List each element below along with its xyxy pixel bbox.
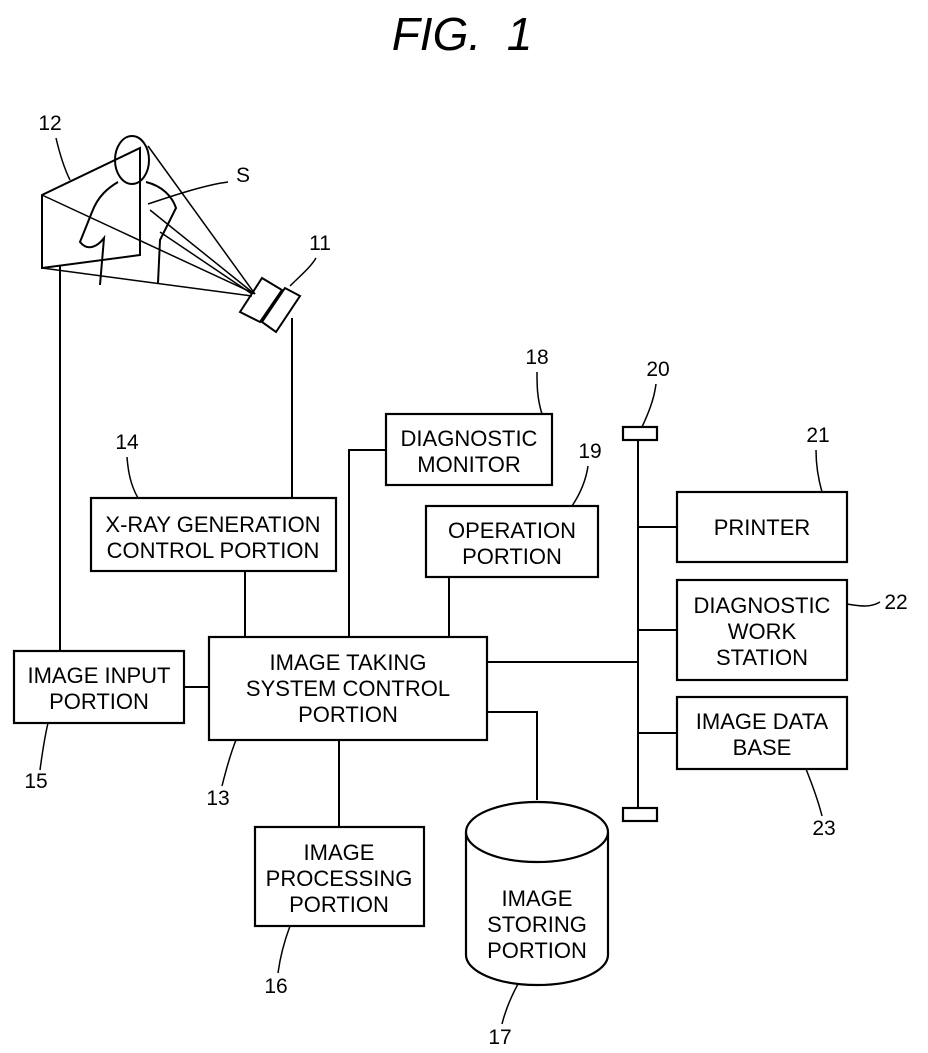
ref-11: 11 <box>309 232 331 255</box>
box-line: IMAGE DATA <box>696 709 829 734</box>
box-line: PRINTER <box>714 515 811 540</box>
box-line: STORING <box>487 912 587 937</box>
ref-19: 19 <box>578 440 601 463</box>
box-line: WORK <box>728 619 797 644</box>
ref-13: 13 <box>206 787 229 810</box>
ref-14: 14 <box>115 431 139 454</box>
xray-generation-control-portion: X-RAY GENERATION CONTROL PORTION <box>91 498 336 571</box>
box-line: IMAGE TAKING <box>270 650 427 675</box>
patient-body-left <box>80 182 118 285</box>
box-line: PROCESSING <box>266 866 413 891</box>
box-line: PORTION <box>487 938 587 963</box>
box-line: MONITOR <box>417 452 520 477</box>
figure-title: FIG. 1 <box>392 8 533 60</box>
ref-15: 15 <box>24 770 47 793</box>
ref-21: 21 <box>806 424 829 447</box>
image-processing-portion: IMAGE PROCESSING PORTION <box>255 827 424 926</box>
box-line: X-RAY GENERATION <box>105 512 320 537</box>
ref-23: 23 <box>812 817 835 840</box>
diagnostic-monitor: DIAGNOSTIC MONITOR <box>386 414 552 485</box>
ref-18: 18 <box>525 346 548 369</box>
box-line: CONTROL PORTION <box>107 538 320 563</box>
box-line: OPERATION <box>448 518 576 543</box>
box-line: SYSTEM CONTROL <box>246 676 450 701</box>
ref-20: 20 <box>646 358 669 381</box>
box-line: STATION <box>716 645 808 670</box>
beam-line <box>160 232 252 294</box>
patient-head <box>115 136 149 184</box>
ref-17: 17 <box>488 1026 511 1049</box>
box-line: IMAGE INPUT <box>27 663 170 688</box>
bus-terminator-bottom <box>623 808 657 821</box>
xray-scene: S <box>42 136 300 332</box>
image-data-base: IMAGE DATA BASE <box>677 697 847 769</box>
box-line: PORTION <box>289 892 389 917</box>
box-line: PORTION <box>462 544 562 569</box>
diagnostic-work-station: DIAGNOSTIC WORK STATION <box>677 580 847 680</box>
box-line: PORTION <box>298 702 398 727</box>
image-storing-portion: IMAGE STORING PORTION <box>466 802 608 985</box>
bus-terminator-top <box>623 427 657 440</box>
box-line: IMAGE <box>502 886 573 911</box>
ref-22: 22 <box>884 591 907 614</box>
subject-label: S <box>236 164 250 187</box>
printer: PRINTER <box>677 492 847 562</box>
box-line: DIAGNOSTIC <box>694 593 831 618</box>
box-line: PORTION <box>49 689 149 714</box>
detector-panel <box>42 148 140 268</box>
image-input-portion: IMAGE INPUT PORTION <box>14 651 184 723</box>
box-line: BASE <box>733 735 792 760</box>
box-line: IMAGE <box>304 840 375 865</box>
box-line: DIAGNOSTIC <box>401 426 538 451</box>
ref-16: 16 <box>264 975 287 998</box>
beam-line <box>150 210 252 292</box>
image-taking-system-control-portion: IMAGE TAKING SYSTEM CONTROL PORTION <box>209 637 487 740</box>
beam-line <box>42 195 255 294</box>
ref-12: 12 <box>38 112 61 135</box>
operation-portion: OPERATION PORTION <box>426 506 598 577</box>
